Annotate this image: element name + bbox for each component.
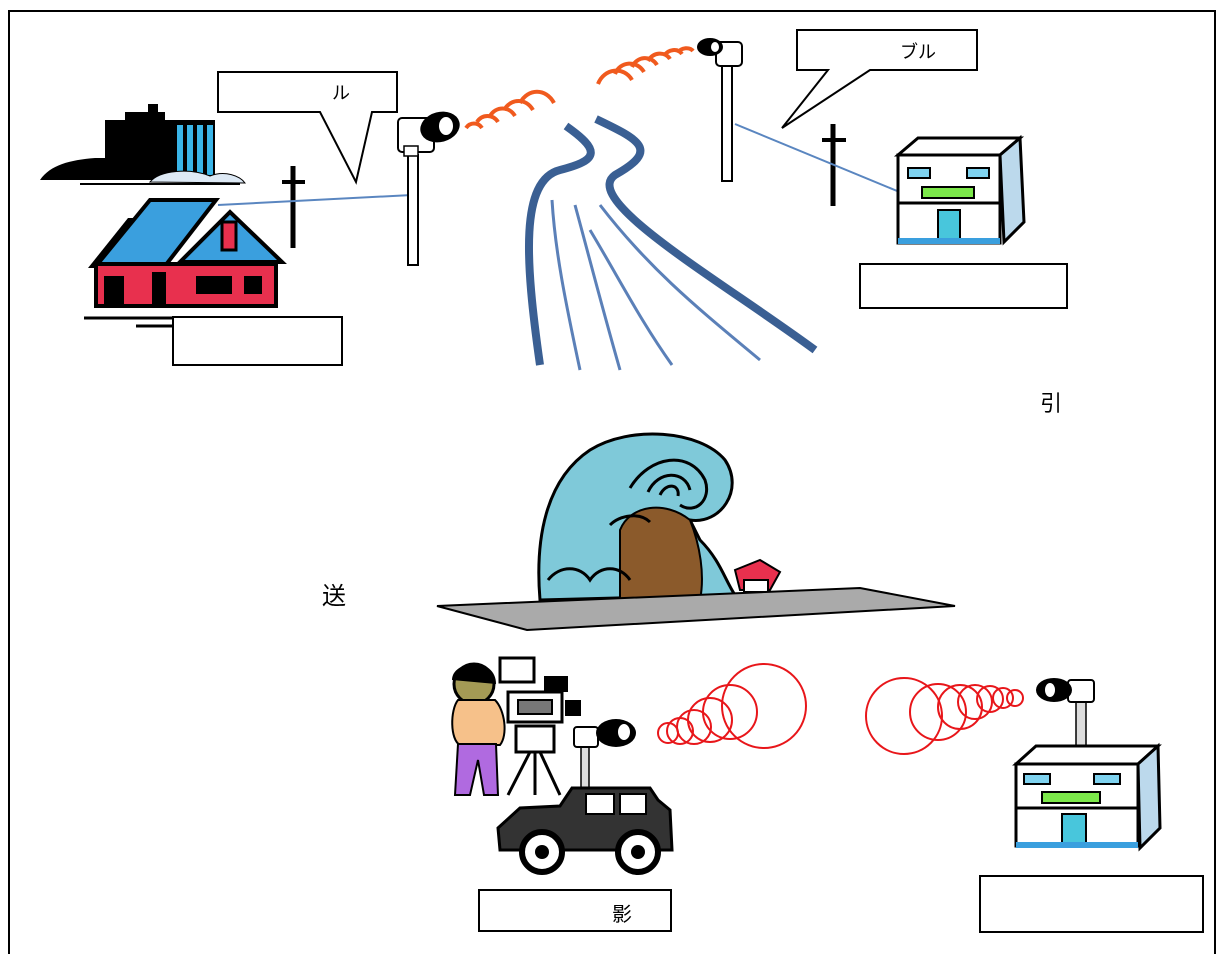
van-label-text: 影 bbox=[612, 898, 632, 927]
callout-left-text: ル bbox=[332, 79, 350, 105]
camera-operator-icon bbox=[452, 658, 581, 795]
label-box-house bbox=[173, 317, 342, 365]
shop-building-icon bbox=[898, 138, 1024, 244]
fragment-label-right: 引 bbox=[1040, 386, 1062, 418]
river-icon bbox=[529, 119, 815, 370]
jeep-icon bbox=[498, 788, 672, 872]
callout-right bbox=[782, 30, 977, 128]
fragment-label-left: 送 bbox=[322, 576, 346, 611]
label-box-shop-top bbox=[860, 264, 1067, 308]
utility-pole-icon bbox=[282, 166, 305, 248]
callout-left bbox=[218, 72, 397, 182]
house-icon bbox=[84, 200, 290, 326]
cable-line bbox=[218, 195, 412, 205]
signal-rings-right bbox=[866, 678, 1023, 754]
callout-right-text: ブル bbox=[900, 38, 936, 64]
signal-arcs-right bbox=[598, 48, 693, 84]
label-box-shop-bottom bbox=[980, 876, 1203, 932]
signal-rings-left bbox=[658, 664, 806, 748]
tsunami-wave-icon bbox=[437, 434, 955, 630]
signal-arcs-left bbox=[466, 92, 554, 128]
label-box-van bbox=[479, 890, 671, 931]
antenna-mast-right bbox=[697, 38, 742, 181]
antenna-mast-left bbox=[398, 107, 463, 265]
cable-line bbox=[735, 124, 902, 193]
antenna-van bbox=[574, 719, 636, 795]
office-building-icon bbox=[40, 104, 245, 184]
antenna-shop bbox=[1036, 678, 1094, 750]
shop-building-icon bbox=[1016, 746, 1160, 848]
